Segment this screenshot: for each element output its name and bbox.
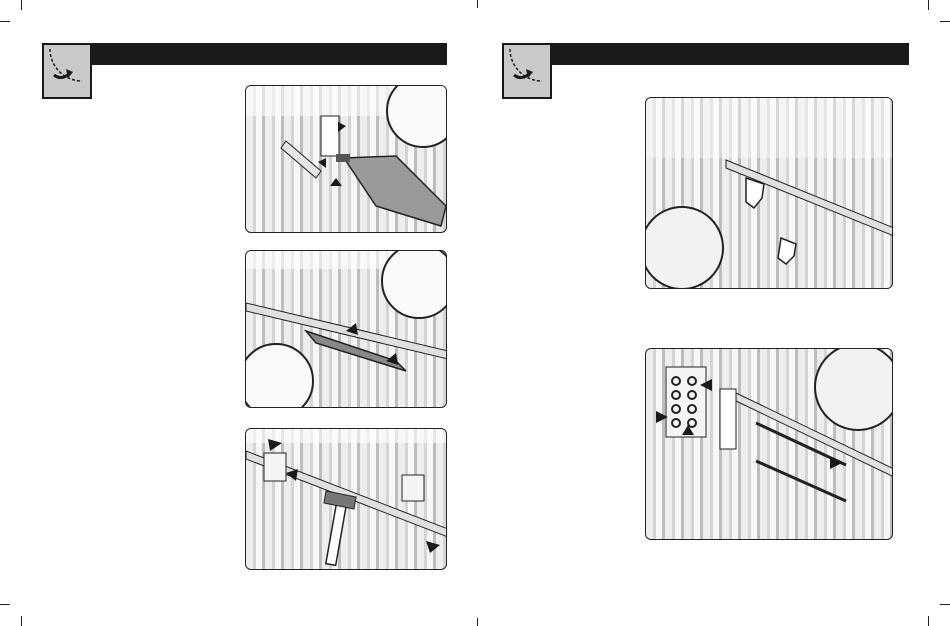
hammer-icon: [324, 491, 356, 565]
step-badge: [502, 43, 552, 99]
arm-mount-illustration: [245, 250, 447, 408]
bracket-drill-illustration: [245, 85, 447, 233]
right-page: [475, 0, 950, 626]
left-page: [0, 0, 475, 626]
hammer-tap-illustration: [245, 428, 447, 570]
rotate-arrow-icon: [504, 45, 550, 97]
step-badge: [42, 43, 92, 99]
drill-holes-illustration: [645, 97, 893, 289]
detail-inset: [645, 206, 724, 289]
drill-icon: [336, 154, 446, 226]
page-header-bar: [42, 43, 447, 65]
page-header-bar: [502, 43, 909, 65]
bolt-bracket-illustration: [645, 348, 893, 540]
rotate-arrow-icon: [44, 45, 90, 97]
